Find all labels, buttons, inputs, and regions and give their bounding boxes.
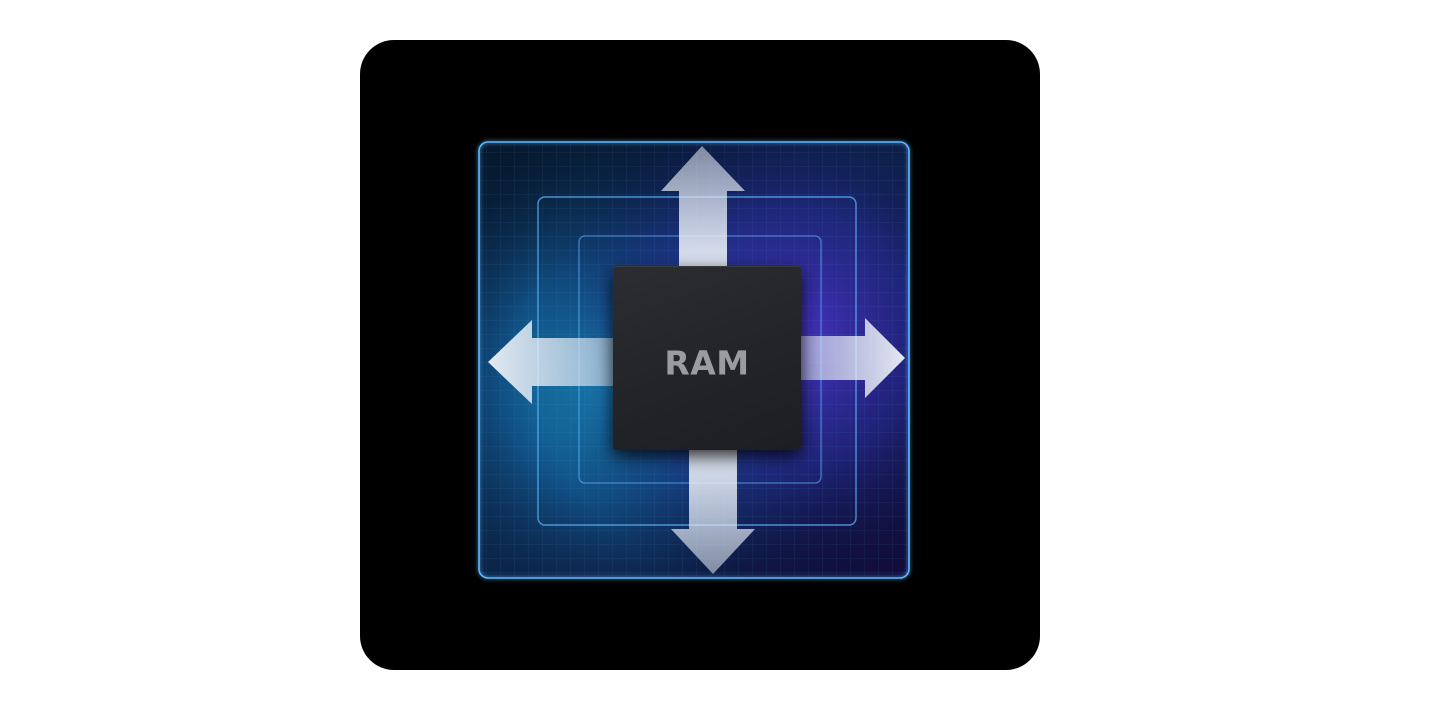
illustration-card: RAM [360,40,1040,670]
arrow-down-icon [671,448,755,574]
arrow-right-icon [797,318,905,398]
arrow-left-icon [488,320,618,404]
arrow-up-icon [661,146,745,272]
ram-chip-label: RAM [664,343,750,383]
ram-chip: RAM [613,266,801,450]
